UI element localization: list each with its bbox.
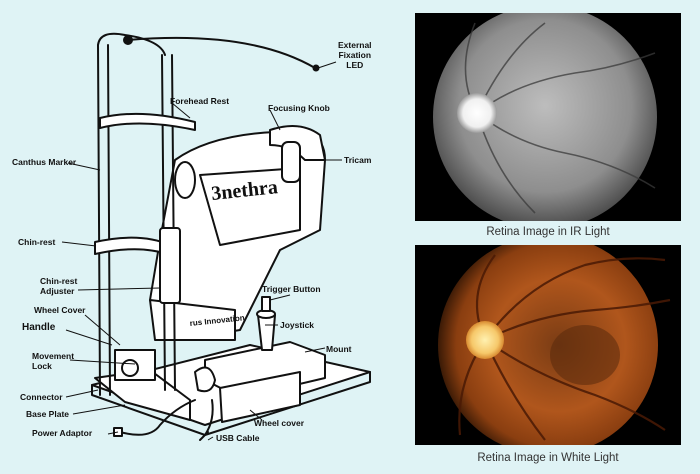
label-power-adaptor: Power Adaptor <box>32 428 93 438</box>
label-focusing-knob: Focusing Knob <box>268 103 330 113</box>
retina-ir-drawing <box>433 13 657 221</box>
label-usb-cable: USB Cable <box>216 433 260 443</box>
forehead-rest <box>99 112 196 131</box>
label-wheel-cover-bottom: Wheel cover <box>254 418 305 428</box>
wheel-cover-left <box>114 349 156 381</box>
handle-knob <box>194 366 216 393</box>
retina-white-drawing <box>438 245 671 445</box>
label-handle: Handle <box>22 322 56 333</box>
caption-white: Retina Image in White Light <box>477 452 619 464</box>
label-movement-lock: Movement Lock <box>32 351 75 371</box>
chin-rest-adjuster <box>159 227 181 304</box>
joystick <box>257 314 276 351</box>
chin-rest <box>94 236 171 256</box>
label-chin-rest: Chin-rest <box>18 237 56 247</box>
label-mount: Mount <box>326 344 352 354</box>
label-joystick: Joystick <box>280 320 315 330</box>
label-external-fixation: External Fixation LED <box>338 40 372 70</box>
fixation-arm <box>127 36 316 69</box>
label-chin-rest-adjuster: Chin-rest Adjuster <box>40 276 78 296</box>
power-cable <box>119 399 196 436</box>
wheel-cover-box <box>219 371 301 423</box>
frame-left-rod <box>97 44 101 396</box>
retina-ir-image <box>415 13 681 221</box>
label-forehead-rest: Forehead Rest <box>170 96 230 106</box>
label-connector: Connector <box>20 392 63 402</box>
label-wheel-cover-top: Wheel Cover <box>34 305 86 315</box>
retina-white-image <box>415 245 681 445</box>
label-tricam: Tricam <box>344 155 372 165</box>
label-canthus-marker: Canthus Marker <box>12 157 77 167</box>
frame-right-rod <box>161 54 166 391</box>
label-base-plate: Base Plate <box>26 409 69 419</box>
caption-ir: Retina Image in IR Light <box>486 226 610 238</box>
label-trigger-button: Trigger Button <box>262 284 321 294</box>
